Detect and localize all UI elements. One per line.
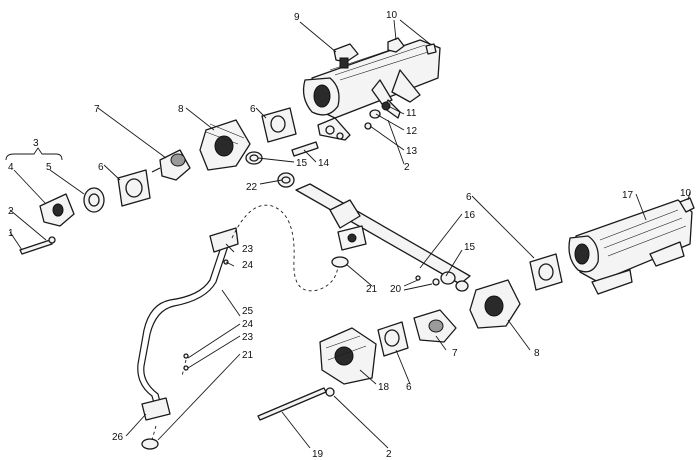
washers-11-13 xyxy=(364,101,391,130)
callout-25: 25 xyxy=(242,306,254,317)
callout-2: 2 xyxy=(404,162,410,173)
bolt-part-19 xyxy=(257,387,327,421)
callout-labels: 1 2 2 2 3 4 5 6 6 6 6 7 7 8 8 9 10 10 11… xyxy=(8,10,692,460)
pump-housing-part-18 xyxy=(319,327,377,385)
callout-22: 22 xyxy=(246,182,258,193)
thermostat-part-7 xyxy=(151,149,191,181)
gasket-part-6-left xyxy=(117,169,151,207)
washer-part-2-lower xyxy=(325,387,335,397)
callout-20: 20 xyxy=(390,284,402,295)
upper-manifold xyxy=(302,39,441,141)
callout-18: 18 xyxy=(378,382,390,393)
callout-21: 21 xyxy=(366,284,378,295)
callout-17: 17 xyxy=(622,190,634,201)
lower-manifold-part-17 xyxy=(568,199,693,295)
clamp-part-15-right xyxy=(432,271,469,292)
callout-8: 8 xyxy=(178,104,184,115)
callout-6: 6 xyxy=(466,192,472,203)
nut-part-10 xyxy=(387,37,437,55)
housing-part-8-top xyxy=(199,119,251,171)
callout-6: 6 xyxy=(406,382,412,393)
callout-5: 5 xyxy=(46,162,52,173)
callout-10: 10 xyxy=(680,188,692,199)
callout-26: 26 xyxy=(112,432,124,443)
callout-2: 2 xyxy=(8,206,14,217)
callout-3: 3 xyxy=(33,138,39,149)
screw-part-20 xyxy=(415,275,421,281)
callout-21: 21 xyxy=(242,350,254,361)
leader-lines xyxy=(9,19,691,449)
assembly-path-line xyxy=(231,204,339,292)
callout-11: 11 xyxy=(406,108,417,119)
callout-10: 10 xyxy=(386,10,398,21)
callout-12: 12 xyxy=(406,126,418,137)
callout-15: 15 xyxy=(296,158,308,169)
callout-8: 8 xyxy=(534,348,540,359)
callout-14: 14 xyxy=(318,158,330,169)
stud-part-14 xyxy=(291,141,319,157)
pipe-part-16 xyxy=(295,183,471,285)
thermostat-part-7-lower xyxy=(413,309,457,343)
bolt-part-1 xyxy=(19,239,53,255)
group-brace-3 xyxy=(5,147,63,161)
callout-2: 2 xyxy=(386,449,392,460)
gasket-part-6-right xyxy=(529,253,563,291)
callout-6: 6 xyxy=(98,162,104,173)
callout-6: 6 xyxy=(250,104,256,115)
callout-19: 19 xyxy=(312,449,324,460)
o-ring-part-21-lower xyxy=(141,438,159,450)
sensor-part-9 xyxy=(333,43,359,69)
callout-7: 7 xyxy=(452,348,458,359)
callout-7: 7 xyxy=(94,104,100,115)
clamp-part-15-top xyxy=(245,151,263,165)
callout-23: 23 xyxy=(242,332,254,343)
gasket-part-6-lower xyxy=(377,321,409,357)
gasket-part-6-mid xyxy=(261,107,297,143)
nut-part-10-right xyxy=(679,197,695,213)
callout-23: 23 xyxy=(242,244,254,255)
callout-24: 24 xyxy=(242,260,254,271)
callout-13: 13 xyxy=(406,146,418,157)
flange-part-4 xyxy=(39,193,75,227)
callout-16: 16 xyxy=(464,210,476,221)
callout-9: 9 xyxy=(294,12,300,23)
bent-tube-part-25 xyxy=(137,227,239,421)
callout-4: 4 xyxy=(8,162,14,173)
callout-1: 1 xyxy=(8,228,14,239)
sleeve-part-22 xyxy=(277,172,295,188)
housing-part-8-lower xyxy=(469,279,521,329)
callout-24: 24 xyxy=(242,319,254,330)
o-ring-part-21-mid xyxy=(331,256,349,268)
callout-15: 15 xyxy=(464,242,476,253)
